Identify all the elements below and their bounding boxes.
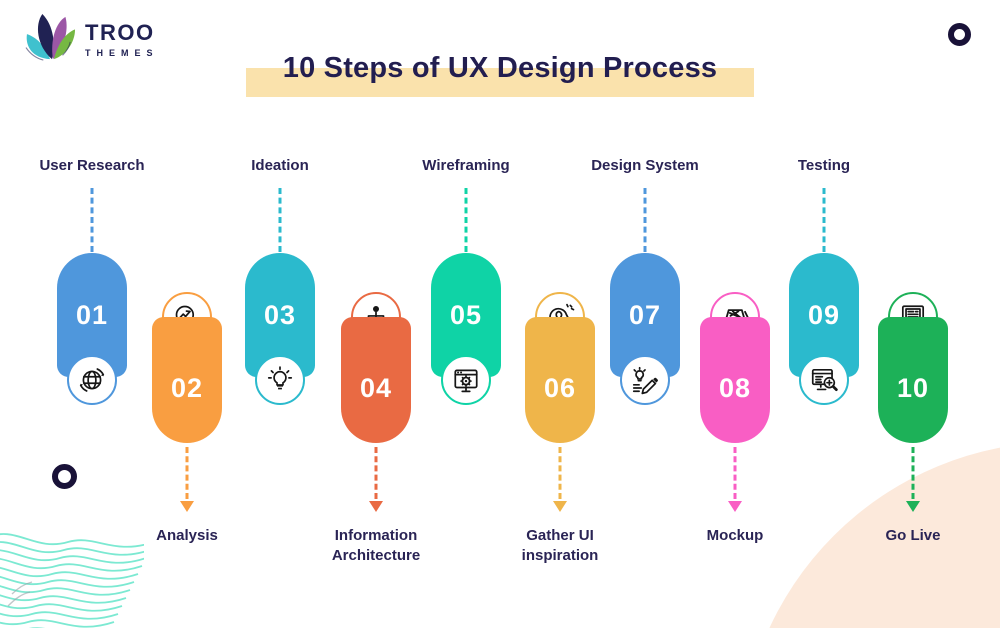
connector-dashed-line [464,188,468,252]
step-label: Wireframing [422,157,510,174]
step-number: 07 [628,299,662,330]
connector-dashed-line [185,447,189,499]
connector-dashed-line [90,188,94,252]
step-number: 10 [896,372,930,403]
logo-fan-icon [25,13,76,61]
bulb-pencil-icon [620,355,670,405]
ring-decoration-top-right [948,23,971,46]
browser-gear-icon [441,355,491,405]
step-05: Wireframing 05 [391,150,541,590]
arrow-down-icon [906,501,920,512]
step-number: 03 [263,299,297,330]
arrow-down-icon [369,501,383,512]
globe-sync-icon [67,355,117,405]
step-08: 08 Mockup [660,150,810,590]
arrow-down-icon [180,501,194,512]
step-label: Mockup [706,527,764,544]
step-number: 09 [807,299,841,330]
arrow-down-icon [728,501,742,512]
step-04: 04 Information Architecture [301,150,451,590]
step-03: Ideation 03 [205,150,355,590]
connector-dashed-line [278,188,282,252]
step-label: Design System [591,157,699,174]
step-number: 02 [170,372,204,403]
step-09: Testing 09 [749,150,899,590]
connector-dashed-line [911,447,915,499]
ring-decoration-bottom-left [52,464,77,489]
arrow-down-icon [553,501,567,512]
step-label: Ideation [251,157,309,174]
wave-pattern [0,533,144,628]
connector-dashed-line [643,188,647,252]
step-number: 08 [718,372,752,403]
step-label: Gather UI inspiration [521,527,599,565]
step-pill: 04 [341,317,411,443]
step-label: Information Architecture [331,527,421,565]
step-pill: 10 [878,317,948,443]
step-pill: 07 [610,253,680,377]
step-pill: 08 [700,317,770,443]
brand-tagline: THEMES [85,48,159,58]
step-07: Design System 07 [570,150,720,590]
step-02: 02 Analysis [112,150,262,590]
step-pill: 09 [789,253,859,377]
step-10: 10 Go Live [838,150,988,590]
step-number: 01 [75,299,109,330]
step-pill: 06 [525,317,595,443]
connector-dashed-line [822,188,826,252]
step-label: Testing [797,157,851,174]
step-pill: 05 [431,253,501,377]
connector-dashed-line [374,447,378,499]
step-label: Go Live [885,527,941,544]
monitor-search-icon [799,355,849,405]
step-01: User Research 01 [17,150,167,590]
page-title: 10 Steps of UX Design Process [282,52,718,84]
brand-logo[interactable]: TROO THEMES [24,13,159,63]
title-highlight-bar [246,68,754,97]
connector-dashed-line [558,447,562,499]
step-label: User Research [39,157,145,174]
lightbulb-icon [255,355,305,405]
connector-dashed-line [733,447,737,499]
step-number: 04 [359,372,393,403]
step-number: 06 [543,372,577,403]
brand-name: TROO [85,20,155,45]
step-label: Analysis [156,527,218,544]
step-06: 06 Gather UI inspiration [485,150,635,590]
step-number: 05 [449,299,483,330]
step-pill: 02 [152,317,222,443]
